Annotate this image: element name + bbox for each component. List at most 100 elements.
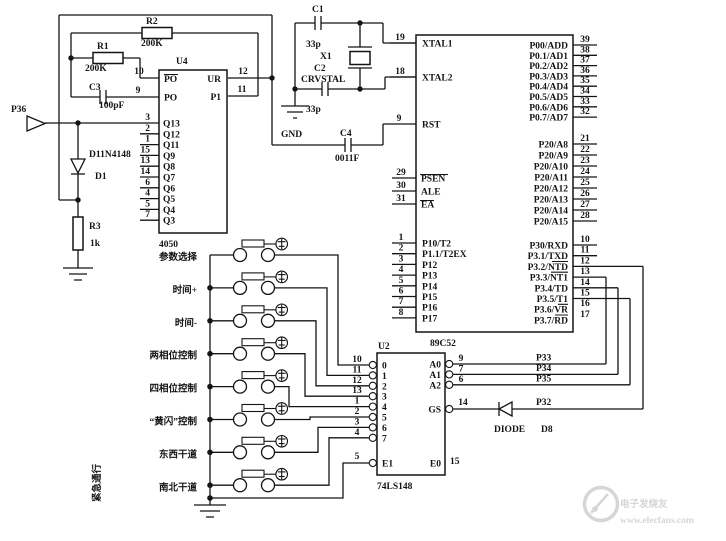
- mcu-p2-pin-label: P20/A15: [534, 218, 569, 228]
- u4-pin-number: 2: [145, 124, 150, 134]
- mcu-p2-pin-label: P20/A10: [534, 163, 569, 173]
- u2-output-label: A2: [429, 381, 441, 391]
- mcu-p1-pin-label: P15: [422, 293, 438, 303]
- pin-number-xtal2: 18: [395, 67, 405, 77]
- elecfans-logo-icon: [582, 485, 620, 523]
- ic-4050-ref: U4: [176, 57, 188, 67]
- mcu-p1-pin-number: 2: [399, 244, 404, 254]
- net-label-p32: P32: [536, 398, 552, 408]
- mcu-p2-pin-number: 23: [580, 156, 590, 166]
- u2-input-label: 0: [382, 362, 387, 372]
- u4-po-bar-label: PO: [164, 75, 177, 85]
- mcu-p2-pin-number: 27: [580, 200, 590, 210]
- pin-label-xtal2: XTAL2: [422, 74, 453, 84]
- mcu-p3-pin-label: P30/RXD: [529, 242, 568, 252]
- u2-output-label: A1: [429, 371, 441, 381]
- diode-d8-ref: D8: [541, 425, 553, 435]
- resistor-r2-value: 200K: [141, 39, 163, 49]
- u2-input-number: 2: [355, 407, 360, 417]
- pushbutton-north-south[interactable]: [232, 467, 289, 493]
- button-label: “黄闪”控制: [149, 416, 197, 428]
- pushbutton-time-minus[interactable]: [232, 303, 289, 328]
- mcu-p0-pin-number: 39: [580, 35, 590, 45]
- mcu-p0-pin-number: 37: [580, 56, 590, 66]
- u4-pin-label: Q3: [163, 217, 175, 227]
- pushbutton-time-plus[interactable]: [232, 270, 289, 296]
- mcu-p0-pin-label: P0.4/AD4: [529, 83, 568, 93]
- resistor-r1-ref: R1: [97, 42, 109, 52]
- u4-pin-number: 13: [141, 156, 151, 166]
- capacitor-c4-value: 0011F: [335, 154, 359, 164]
- u2-gs-number: 14: [458, 398, 468, 408]
- u4-pin10-number: 10: [134, 67, 144, 77]
- mcu-p2-pin-number: 26: [580, 189, 590, 199]
- pin-number-rst: 9: [397, 114, 402, 124]
- pin-label-ea: EA: [421, 201, 434, 211]
- net-label-p34: P34: [536, 364, 552, 374]
- button-label: 东西干道: [159, 448, 198, 460]
- u4-pin12-number: 12: [238, 67, 248, 77]
- p36-input-buffer-icon: [26, 115, 47, 132]
- elecfans-watermark: 电子发烧友 www.elecfans.com: [582, 485, 694, 526]
- capacitor-c1-value: 33p: [306, 40, 321, 50]
- u2-input-label: 7: [382, 434, 387, 444]
- u2-e1-label: E1: [382, 460, 393, 470]
- u2-gs-label: GS: [428, 406, 441, 416]
- mcu-p0-pin-label: P0.2/AD2: [529, 62, 568, 72]
- resistor-r3-ref: R3: [89, 222, 101, 232]
- u4-pin11-number: 11: [238, 85, 247, 95]
- u2-output-number: 9: [459, 354, 464, 364]
- capacitor-c4-ref: C4: [340, 129, 352, 139]
- pin-label-rst: RST: [422, 121, 441, 131]
- pushbutton-param-select[interactable]: [232, 237, 289, 263]
- pushbutton-yellow-flash[interactable]: [232, 402, 289, 427]
- capacitor-c3-ref: C3: [89, 83, 101, 93]
- pin-number-psen: 29: [396, 168, 406, 178]
- mcu-p0-pin-number: 33: [580, 97, 590, 107]
- ic-74ls148-bubbles: [368, 359, 454, 468]
- mcu-p1-pin-label: P13: [422, 272, 438, 282]
- mcu-p1-pin-number: 7: [399, 297, 404, 307]
- crystal-x1-ref: X1: [320, 52, 332, 62]
- mcu-p3-labels: P30/RXDP3.1/TXDP3.2/NTDP3.3/NT1P3.4/TDP3…: [528, 242, 569, 327]
- pushbutton-two-phase[interactable]: [232, 336, 289, 361]
- watermark-brand: 电子发烧友: [620, 498, 668, 510]
- mcu-p2-pin-label: P20/A11: [534, 174, 568, 184]
- resistor-r3-value: 1k: [90, 239, 101, 249]
- u2-input-label: 2: [382, 382, 387, 392]
- u2-output-numbers: 976: [459, 354, 464, 385]
- resistor-r2-body: [141, 26, 173, 40]
- u4-pin-number: 3: [145, 113, 150, 123]
- mcu-right-pin-stubs: [573, 44, 643, 300]
- mcu-p0-pin-label: P0.6/AD6: [529, 103, 568, 113]
- pushbutton-east-west[interactable]: [232, 434, 289, 460]
- mcu-p3-pin-label: P3.2/NTD: [528, 263, 569, 273]
- mcu-p2-pin-number: 21: [580, 134, 590, 144]
- mcu-p2-labels: P20/A8P20/A9P20/A10P20/A11P20/A12P20/A13…: [534, 141, 569, 228]
- mcu-p1-pin-label: P17: [422, 314, 438, 324]
- pushbutton-four-phase[interactable]: [232, 369, 289, 394]
- u4-pin-label: Q9: [163, 152, 175, 162]
- emergency-pass-side-label: 紧急通行: [91, 463, 103, 502]
- u4-pin-label: Q4: [163, 206, 175, 216]
- mcu-p0-pin-label: P0.5/AD5: [529, 93, 568, 103]
- u2-input-number: 3: [355, 417, 360, 427]
- pin-label-psen: PSEN: [421, 175, 445, 185]
- mcu-p1-pin-label: P1.1/T2EX: [422, 250, 467, 260]
- u2-output-number: 7: [459, 364, 464, 374]
- u2-output-label: A0: [429, 361, 441, 371]
- capacitor-c2-type: CRVSTAL: [301, 75, 345, 85]
- mcu-p0-labels: P00/ADDP0.1/AD1P0.2/AD2P0.3/AD3P0.4/AD4P…: [529, 42, 568, 124]
- pin-number-ale: 30: [396, 181, 406, 191]
- u4-pin-label: Q13: [163, 120, 180, 130]
- mcu-p3-pin-number: 17: [580, 310, 590, 320]
- mcu-p1-pin-number: 6: [399, 287, 404, 297]
- capacitor-c2-ref: C2: [314, 64, 326, 74]
- mcu-p0-pin-number: 35: [580, 76, 590, 86]
